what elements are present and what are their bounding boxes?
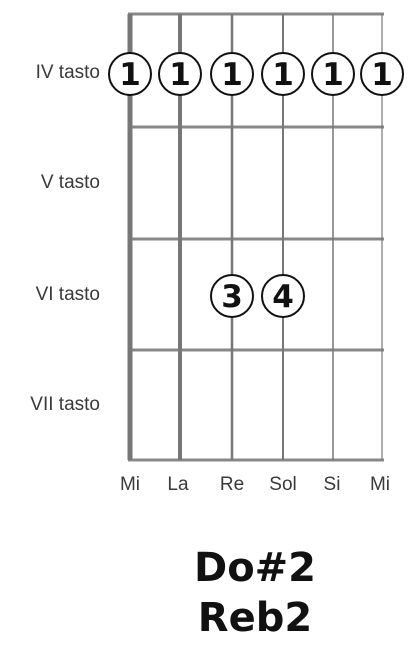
finger-marker-2: [210, 52, 254, 96]
finger-marker-3: [261, 52, 305, 96]
finger-marker-0: [108, 52, 152, 96]
string-label-re: Re: [219, 474, 245, 495]
chord-name: Do#2: [193, 545, 317, 591]
fret-label-vii: VII tasto: [30, 394, 100, 415]
fret-label-v: V tasto: [40, 172, 100, 193]
fret-label-iv: IV tasto: [35, 62, 100, 83]
string-label-mi-low: Mi: [119, 474, 141, 495]
finger-number-4: 1: [322, 57, 344, 93]
chord-name-enharmonic: Reb2: [197, 595, 313, 641]
finger-number-1: 1: [169, 57, 191, 93]
string-label-si: Si: [323, 474, 341, 495]
finger-marker-1: [158, 52, 202, 96]
finger-number-7: 4: [272, 279, 294, 315]
finger-number-5: 1: [371, 57, 393, 93]
finger-number-2: 1: [221, 57, 243, 93]
string-label-mi-high: Mi: [369, 474, 391, 495]
string-label-sol: Sol: [269, 474, 297, 495]
finger-marker-6: [210, 274, 254, 318]
finger-number-3: 1: [272, 57, 294, 93]
finger-number-6: 3: [221, 279, 243, 315]
string-label-la: La: [167, 474, 189, 495]
finger-marker-4: [311, 52, 355, 96]
finger-number-0: 1: [119, 57, 141, 93]
finger-marker-5: [360, 52, 404, 96]
finger-marker-7: [261, 274, 305, 318]
fret-label-vi: VI tasto: [35, 284, 100, 305]
